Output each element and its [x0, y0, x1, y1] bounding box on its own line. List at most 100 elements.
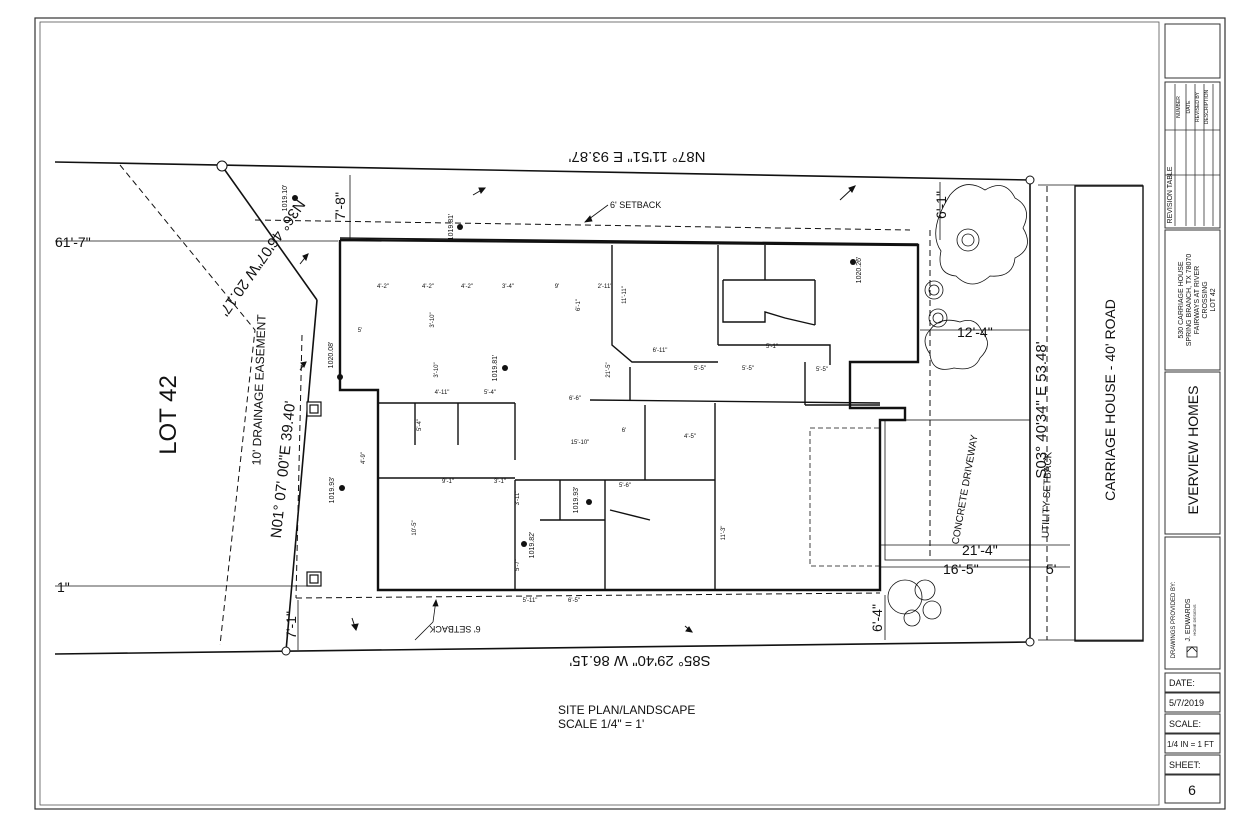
interior-dim: 5'-6" [619, 483, 631, 489]
revision-col-date: DATE [1186, 100, 1192, 114]
easement-lines [119, 164, 1048, 646]
interior-dim: 3'-1" [494, 479, 506, 485]
dim-7-1: 7'-1" [283, 611, 299, 639]
designer-sub: HOME DESIGNS [1192, 604, 1197, 635]
interior-dim: 5'-11" [523, 598, 538, 604]
setback-leaders [414, 204, 609, 641]
revision-col-description: DESCRIPTION [1204, 90, 1210, 125]
elevation-label: 1020.26' [856, 257, 863, 284]
date-value: 5/7/2019 [1169, 698, 1204, 708]
setback-top-label: 6' SETBACK [610, 200, 661, 210]
revision-col-revised-by: REVISED BY [1195, 91, 1201, 122]
road-outline [1074, 185, 1144, 642]
interior-dim: 6'-11" [653, 348, 668, 354]
interior-dim: 9'-1" [442, 479, 454, 485]
interior-dim: 5'-7" [515, 559, 521, 571]
elevation-label: 1020.08' [328, 342, 335, 369]
interior-dim: 4'-2" [422, 284, 434, 290]
scale-value: 1/4 IN = 1 FT [1167, 740, 1214, 749]
interior-dim: 6'-6" [569, 396, 581, 402]
elevation-label: 1019.93' [329, 477, 336, 504]
provided-by-label: DRAWINGS PROVIDED BY: [1171, 581, 1177, 658]
interior-dim: 3'-4" [502, 284, 514, 290]
address-line: LOT 42 [1210, 288, 1217, 311]
bearing-south: S85° 29'40" W 86.15' [569, 652, 710, 669]
revision-table-title: REVISION TABLE [1167, 166, 1174, 223]
interior-dim: 5'-1" [766, 344, 778, 350]
sheet-label: SHEET: [1169, 760, 1201, 770]
dim-12-4: 12'-4" [957, 324, 993, 340]
interior-dim: 9' [555, 284, 559, 290]
date-label: DATE: [1169, 678, 1195, 688]
interior-dim: 6'-5" [568, 598, 580, 604]
elevation-label: 1019.81' [492, 355, 499, 382]
interior-dim: 11'-3" [721, 526, 727, 541]
lot-label: LOT 42 [155, 375, 182, 455]
elevation-label: 1019.82' [529, 532, 536, 559]
interior-dim: 3'-10" [434, 362, 440, 377]
address-line: 530 CARRIAGE HOUSE [1178, 261, 1185, 338]
interior-dimensions: 4'-2" 4'-2" 4'-2" 3'-4" 9' 2'-11" 5' 3'-10" 3'-1… [358, 284, 828, 604]
interior-dim: 5'-5" [694, 366, 706, 372]
revision-table-grid [1165, 84, 1220, 226]
plan-scale: SCALE 1/4" = 1' [558, 717, 644, 731]
dim-21-4: 21'-4" [962, 542, 998, 558]
interior-dim: 4'-2" [377, 284, 389, 290]
setback-bottom-label: 6' SETBACK [429, 624, 480, 634]
extension-lines [55, 175, 1070, 650]
interior-dim: 3'-10" [430, 312, 436, 327]
dim-7-8: 7'-8" [332, 192, 348, 220]
interior-dim: 15'-10" [571, 440, 590, 446]
address-line: FAIRWAYS AT RIVER [1194, 266, 1201, 334]
elevation-labels: 1019.10'1019.81'1020.26'1020.08'1019.81'… [282, 185, 863, 559]
property-lines [54, 161, 1031, 655]
sheet-border [34, 17, 1226, 810]
title-block [1164, 23, 1221, 804]
interior-dim: 4'-9" [361, 452, 367, 464]
interior-dim: 10'-5" [412, 520, 418, 535]
interior-dim: 4'-11" [435, 390, 450, 396]
plan-title: SITE PLAN/LANDSCAPE [558, 703, 695, 717]
builder-name: EVERVIEW HOMES [1185, 386, 1201, 515]
dim-5: 5' [1046, 561, 1056, 577]
scale-label: SCALE: [1169, 719, 1201, 729]
interior-dim: 6'-1" [576, 299, 582, 311]
bearing-northwest: N36° 46'07"W 20.17' [215, 196, 308, 319]
interior-dim: 5' [358, 328, 362, 334]
bearing-north: N87° 11'51" E 93.87' [568, 148, 705, 165]
interior-dim: 5'-4" [484, 390, 496, 396]
house-interior-walls [339, 237, 919, 590]
property-corner-markers [216, 160, 1035, 656]
sheet-number: 6 [1188, 782, 1196, 798]
driveway-label: CONCRETE DRIVEWAY [950, 434, 980, 546]
interior-dim: 5'-5" [816, 367, 828, 373]
dim-6-4: 6'-4" [869, 604, 885, 632]
dim-61-7: 61'-7" [55, 234, 91, 250]
interior-dim: 5'-4" [417, 419, 423, 431]
revision-col-number: NUMBER [1176, 96, 1182, 118]
address-line: CROSSING [1202, 281, 1209, 318]
interior-dim: 21'-5" [606, 362, 612, 377]
road-label: CARRIAGE HOUSE - 40' ROAD [1102, 299, 1118, 501]
address-line: SPRING BRANCH, TX 78070 [1186, 254, 1193, 347]
dim-6-1: 6'-1" [933, 191, 949, 219]
drawing-border [39, 21, 1160, 806]
interior-dim: 4'-2" [461, 284, 473, 290]
drainage-easement-label: 10' DRAINAGE EASEMENT [249, 313, 268, 465]
interior-dim: 2'-11" [598, 284, 613, 290]
bearing-east: S03° 40'34" E 53.48' [1033, 341, 1050, 478]
interior-dim: 11'-11" [622, 286, 628, 304]
dim-16-5: 16'-5" [943, 561, 979, 577]
dim-1: 1" [57, 579, 70, 595]
elevation-label: 1019.10' [282, 185, 289, 212]
landscape-shrubs [887, 184, 1028, 627]
house-footprint [338, 238, 920, 592]
designer-logo-icon [1186, 646, 1198, 658]
elevation-label: 1019.93' [573, 487, 580, 514]
designer-name: J. EDWARDS [1185, 598, 1192, 641]
utility-setback-label: UTILITY SETBACK [1040, 451, 1054, 538]
interior-dim: 3'-11" [515, 491, 521, 506]
